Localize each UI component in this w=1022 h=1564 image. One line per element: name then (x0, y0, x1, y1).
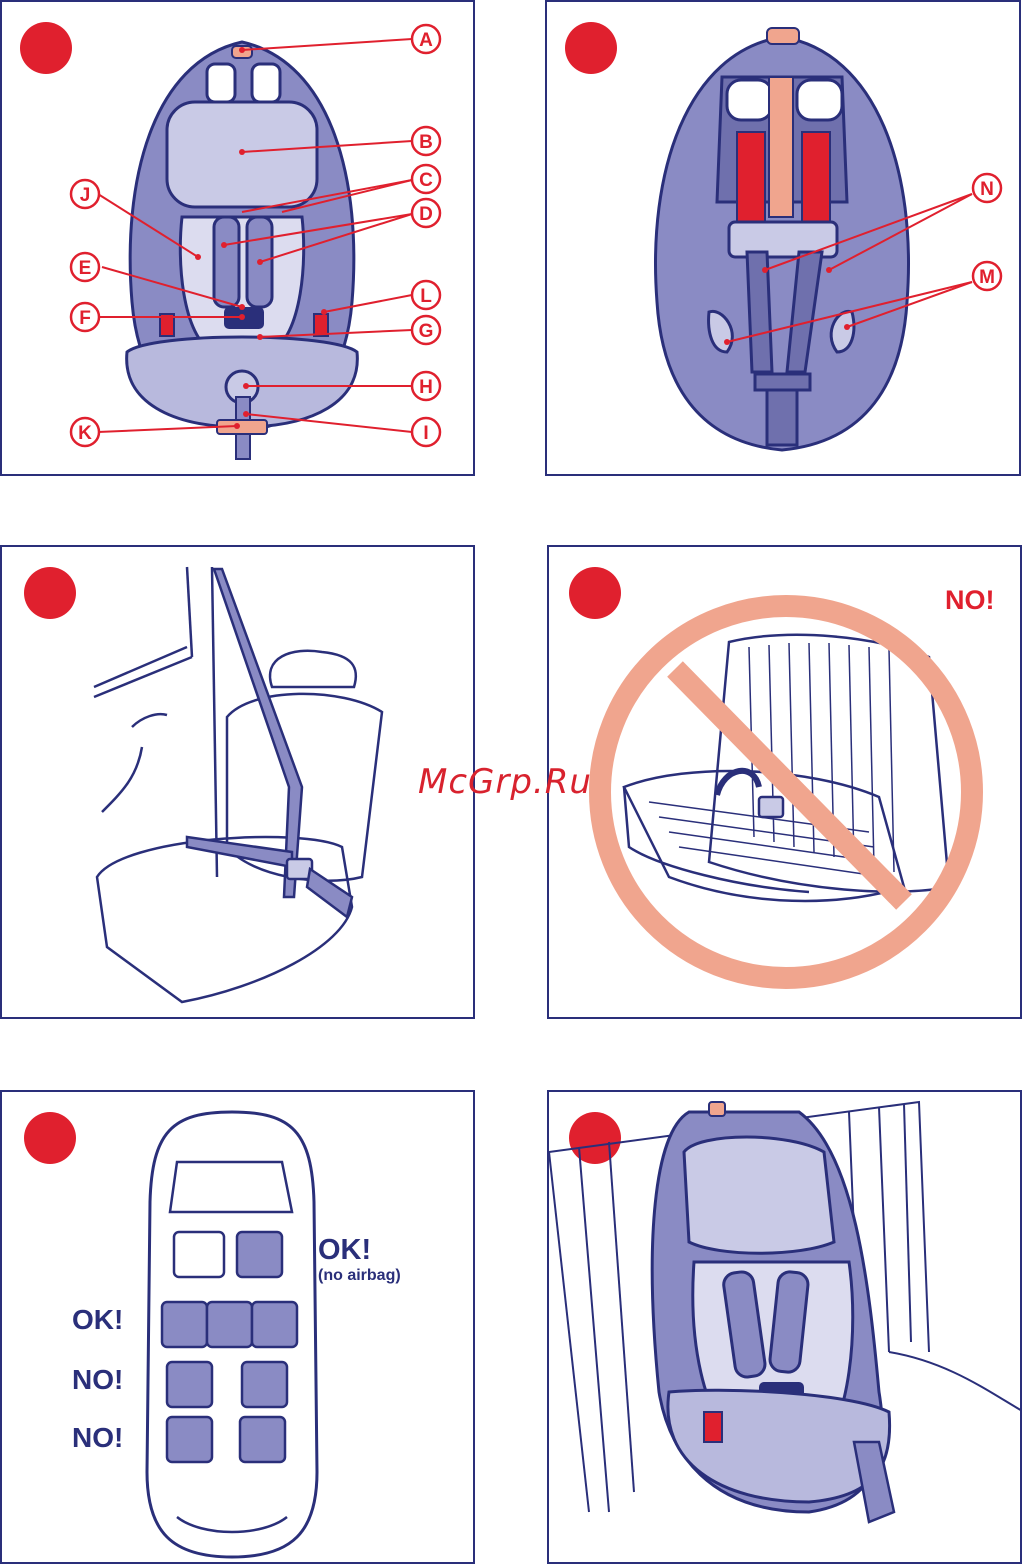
callout-f: F (79, 308, 91, 329)
front-seat-note: (no airbag) (318, 1267, 401, 1285)
callout-l: L (420, 286, 432, 307)
vehicle-seat-belt-illustration (2, 547, 475, 1019)
callout-e: E (79, 258, 92, 279)
callout-k: K (78, 423, 92, 444)
seat-rear-illustration: N M (547, 2, 1021, 476)
callout-g: G (419, 321, 434, 342)
panel-seat-installed (547, 1090, 1022, 1564)
watermark-text: McGrp.Ru (418, 762, 592, 802)
side-seat-no-2: NO! (72, 1422, 123, 1454)
callout-b: B (419, 132, 433, 153)
side-seat-no-1: NO! (72, 1364, 123, 1396)
panel-lap-belt-prohibited: NO! (547, 545, 1022, 1019)
callout-i: I (423, 423, 428, 444)
seat-front-illustration: A B C D E F G H I J K L (2, 2, 475, 476)
panel-seat-rear: N M (545, 0, 1021, 476)
callout-a: A (419, 30, 433, 51)
bench-seat-illustration (549, 547, 1022, 1019)
rear-seat-ok: OK! (72, 1304, 123, 1336)
callout-d: D (419, 204, 433, 225)
callout-n: N (980, 179, 994, 200)
panel-three-point-belt (0, 545, 475, 1019)
installed-seat-illustration (549, 1092, 1022, 1564)
front-seat-ok: OK! (318, 1234, 371, 1267)
callout-h: H (419, 377, 433, 398)
panel-seat-front: A B C D E F G H I J K L (0, 0, 475, 476)
callout-j: J (80, 185, 91, 206)
panel-car-positions: OK! (no airbag) OK! NO! NO! (0, 1090, 475, 1564)
callout-m: M (979, 267, 995, 288)
callout-c: C (419, 170, 433, 191)
